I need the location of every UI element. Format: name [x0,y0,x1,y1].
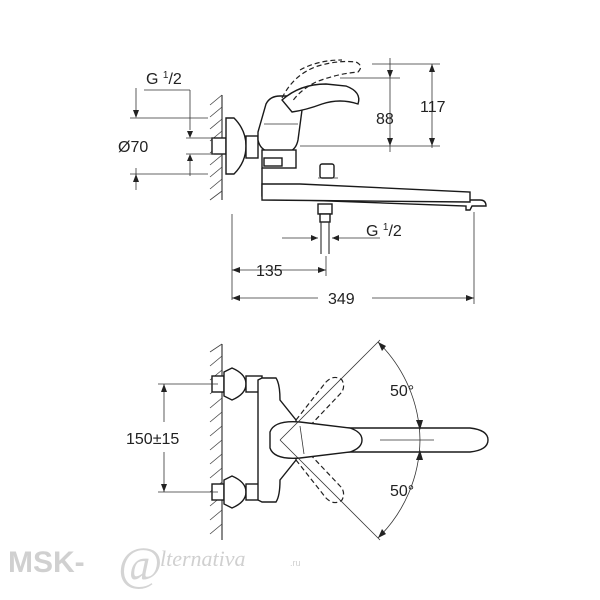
dim-349: 349 [328,291,355,308]
rosette-side [211,117,259,175]
dimension-135 [231,214,327,300]
watermark-suffix: .ru [290,558,301,568]
hose-connection [317,203,333,254]
connection-lower [211,475,263,509]
thread-top-label: G 1/2 [146,70,182,88]
lever-alternate-dashed [281,59,362,103]
spout-side [261,163,487,211]
thread-bottom-label: G 1/2 [366,222,402,240]
connection-upper [211,367,263,401]
diameter-label: Ø70 [118,139,148,156]
dimension-349 [232,212,475,304]
dim-88: 88 [376,111,394,128]
dimension-thread-bottom [282,235,380,241]
watermark-at-symbol: @ [118,538,162,591]
wall-top [209,343,223,540]
top-view: 50° 50° 150±15 [126,339,489,541]
dim-117: 117 [420,99,446,116]
dimension-right-side [300,58,440,152]
dim-150: 150±15 [126,431,179,448]
lever-handle [281,83,360,113]
side-view: G 1/2 Ø70 88 117 G 1/2 [118,58,487,308]
dim-135: 135 [256,263,283,280]
spout-swing-dashed [295,376,345,504]
dimension-150 [158,383,218,493]
watermark-script: lternativa [160,546,246,571]
watermark: MSK- @ lternativa .ru [8,538,301,591]
dimension-left-side [130,88,214,190]
angle-indicator [279,339,434,541]
angle-bottom-label: 50° [390,483,414,500]
lever-top [269,421,363,459]
angle-top-label: 50° [390,383,414,400]
watermark-main: MSK- [8,546,85,579]
